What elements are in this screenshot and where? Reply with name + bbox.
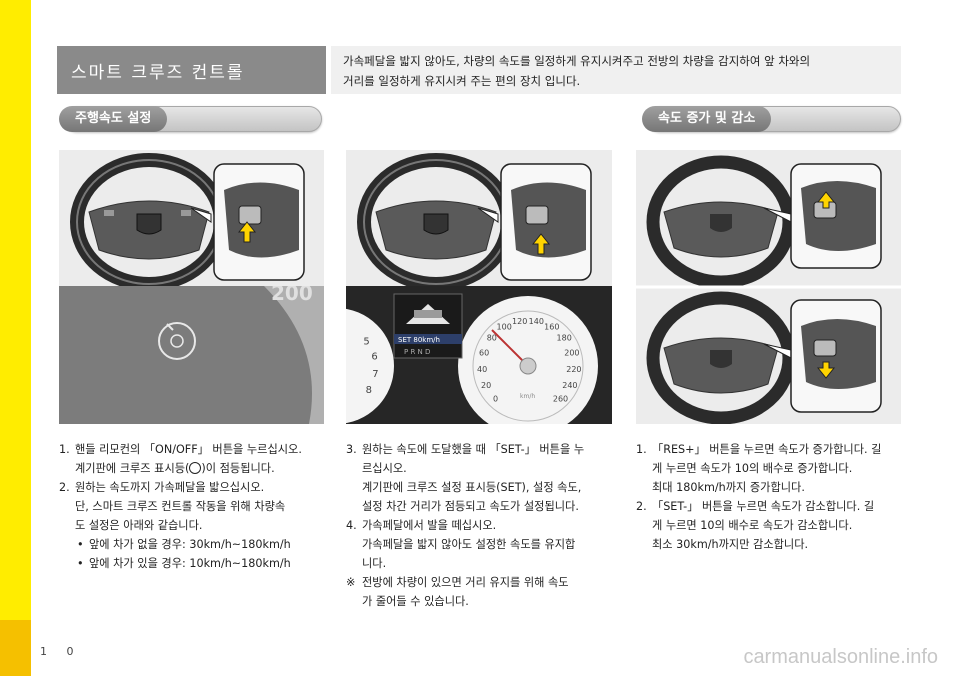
note-mark: ※ <box>346 576 356 589</box>
res-line-2: 게 누르면 속도가 10의 배수로 증가합니다. <box>652 462 853 475</box>
gear-indicator: P R N D <box>404 348 430 356</box>
step-1: 1. 핸들 리모컨의 「ON/OFF」 버튼을 누르십시오. 계기판에 크루즈 … <box>59 440 331 478</box>
step-3-line-1: 원하는 속도에 도달했을 때 「SET-」 버튼을 누 <box>362 443 585 456</box>
speed-tick-label: 120 <box>512 317 527 326</box>
set-line-3: 최소 30km/h까지만 감소합니다. <box>652 538 809 551</box>
step-4-line-1: 가속페달에서 발을 떼십시오. <box>362 519 497 532</box>
speed-tick-label: 80 <box>487 334 497 343</box>
steering-wheel-illustration <box>70 153 305 286</box>
step-4-line-3: 니다. <box>362 557 387 570</box>
column-3-text: 1. 「RES+」 버튼을 누르면 속도가 증가합니다. 길 게 누르면 속도가… <box>636 440 906 554</box>
speed-tick-label: 40 <box>477 365 487 374</box>
step-number: 1. <box>59 443 70 456</box>
steering-wheel-image-2 <box>346 150 612 286</box>
rpm-tick-label: 7 <box>372 369 378 380</box>
step-number: 1. <box>636 443 647 456</box>
step-4-line-2: 가속페달을 밟지 않아도 설정한 속도를 유지합 <box>362 538 576 551</box>
yellow-side-bar <box>0 0 31 676</box>
watermark: carmanualsonline.info <box>743 646 938 668</box>
side-bar-footer <box>0 620 31 676</box>
speed-tick-label: 60 <box>479 348 489 357</box>
bullet-dot: • <box>77 538 84 551</box>
step-2: 2. 원하는 속도까지 가속페달을 밟으십시오. 단, 스마트 크루즈 컨트롤 … <box>59 478 331 535</box>
page-number: 1 0 <box>40 645 82 658</box>
set-line-2: 게 누르면 10의 배수로 속도가 감소합니다. <box>652 519 853 532</box>
speed-tick-label: 0 <box>493 395 498 404</box>
step-number: 3. <box>346 443 357 456</box>
step-2-line-2: 단, 스마트 크루즈 컨트롤 작동을 위해 차량속 <box>75 500 286 513</box>
speed-tick-label: 260 <box>553 395 568 404</box>
step-3-line-4: 설정 차간 거리가 점등되고 속도가 설정됩니다. <box>362 500 579 513</box>
bullet-item: • 앞에 차가 있을 경우: 10km/h~180km/h <box>59 554 331 573</box>
section-title-speed-setting: 주행속도 설정 <box>59 106 168 132</box>
bullet-dot: • <box>77 557 84 570</box>
cruise-indicator-icon <box>189 462 202 474</box>
steering-wheel-image-3 <box>636 150 901 424</box>
column-1-text: 1. 핸들 리모컨의 「ON/OFF」 버튼을 누르십시오. 계기판에 크루즈 … <box>59 440 331 573</box>
rpm-tick-label: 6 <box>371 352 377 363</box>
set-speed-bar <box>394 334 462 344</box>
set-speed-text: SET 80km/h <box>398 336 440 344</box>
section-header-speed-adjust: 속도 증가 및 감소 <box>642 106 901 132</box>
set-line-1: 「SET-」 버튼을 누르면 속도가 감소합니다. 길 <box>652 500 875 513</box>
step-1-line-2b: )이 점등됩니다. <box>201 462 275 475</box>
step-set: 2. 「SET-」 버튼을 누르면 속도가 감소합니다. 길 게 누르면 10의… <box>636 497 906 554</box>
step-4: 4. 가속페달에서 발을 떼십시오. 가속페달을 밟지 않아도 설정한 속도를 … <box>346 516 618 573</box>
step-number: 2. <box>59 481 70 494</box>
column-2-text: 3. 원하는 속도에 도달했을 때 「SET-」 버튼을 누 르십시오. 계기판… <box>346 440 618 611</box>
cruise-indicator-illustration: 200 <box>59 286 324 424</box>
step-2-line-3: 도 설정은 아래와 같습니다. <box>75 519 203 532</box>
gauge-partial-number: 200 <box>271 286 313 305</box>
speed-tick-label: 20 <box>481 381 491 390</box>
rpm-tick-label: 8 <box>366 385 372 396</box>
steering-wheel-illustration <box>357 153 592 286</box>
cluster-image-1: 200 <box>59 286 324 424</box>
step-1-line-2a: 계기판에 크루즈 표시등( <box>75 462 190 475</box>
res-line-1: 「RES+」 버튼을 누르면 속도가 증가합니다. 길 <box>652 443 882 456</box>
note-line-2: 가 줄어들 수 있습니다. <box>362 595 469 608</box>
steering-wheel-illustration <box>636 155 901 424</box>
speed-tick-label: 140 <box>529 317 544 326</box>
bullet-text: 앞에 차가 없을 경우: 30km/h~180km/h <box>89 538 291 551</box>
step-1-line-2: 계기판에 크루즈 표시등( )이 점등됩니다. <box>75 459 331 478</box>
steering-wheel-image-1 <box>59 150 324 286</box>
step-number: 2. <box>636 500 647 513</box>
res-line-3: 최대 180km/h까지 증가합니다. <box>652 481 805 494</box>
speed-tick-label: 240 <box>562 381 577 390</box>
step-3: 3. 원하는 속도에 도달했을 때 「SET-」 버튼을 누 르십시오. 계기판… <box>346 440 618 516</box>
section-header-speed-setting: 주행속도 설정 <box>59 106 322 132</box>
step-3-line-2: 르십시오. <box>362 462 407 475</box>
speed-tick-label: 100 <box>497 323 512 332</box>
section-title-speed-adjust: 속도 증가 및 감소 <box>642 106 772 132</box>
bullet-item: • 앞에 차가 없을 경우: 30km/h~180km/h <box>59 535 331 554</box>
page-title: 스마트 크루즈 컨트롤 <box>57 46 326 94</box>
step-2-line-1: 원하는 속도까지 가속페달을 밟으십시오. <box>75 481 265 494</box>
bullet-text: 앞에 차가 있을 경우: 10km/h~180km/h <box>89 557 291 570</box>
step-number: 4. <box>346 519 357 532</box>
speed-tick-label: 160 <box>544 323 559 332</box>
intro-line-2: 거리를 일정하게 유지시켜 주는 편의 장치 입니다. <box>343 74 581 88</box>
note-line-1: 전방에 차량이 있으면 거리 유지를 위해 속도 <box>362 576 569 589</box>
intro-line-1: 가속페달을 밟지 않아도, 차량의 속도를 일정하게 유지시켜주고 전방의 차량… <box>343 54 811 68</box>
step-3-line-3: 계기판에 크루즈 설정 표시등(SET), 설정 속도, <box>362 481 582 494</box>
note: ※ 전방에 차량이 있으면 거리 유지를 위해 속도 가 줄어들 수 있습니다. <box>346 573 618 611</box>
intro-text: 가속페달을 밟지 않아도, 차량의 속도를 일정하게 유지시켜주고 전방의 차량… <box>331 46 901 94</box>
speed-unit: km/h <box>520 393 535 400</box>
step-res: 1. 「RES+」 버튼을 누르면 속도가 증가합니다. 길 게 누르면 속도가… <box>636 440 906 497</box>
speed-tick-label: 200 <box>564 348 579 357</box>
rpm-tick-label: 5 <box>363 336 369 347</box>
step-1-line-1: 핸들 리모컨의 「ON/OFF」 버튼을 누르십시오. <box>75 443 302 456</box>
speed-tick-label: 220 <box>566 365 581 374</box>
speed-tick-label: 180 <box>557 334 572 343</box>
